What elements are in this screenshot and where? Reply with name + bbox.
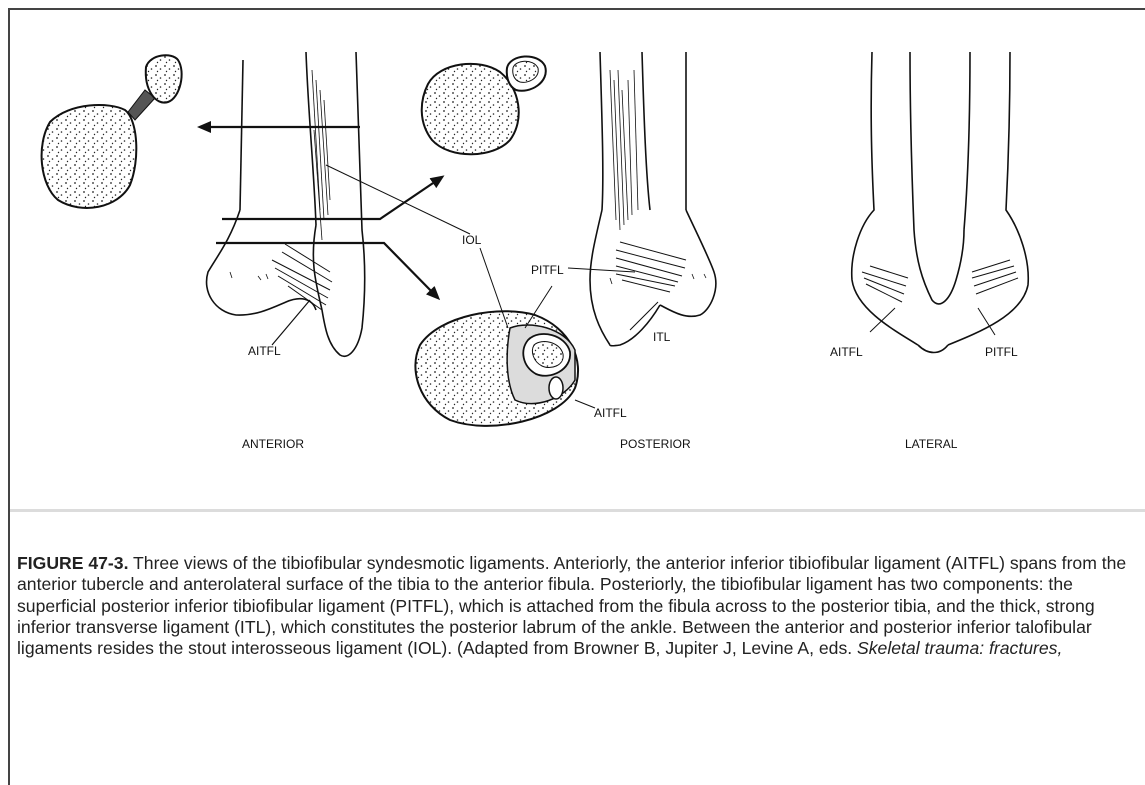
label-aitfl-lateral: AITFL: [830, 345, 863, 359]
lateral-view-drawing: [852, 52, 1029, 353]
label-iol: IOL: [462, 233, 482, 247]
section-arrows: [200, 127, 442, 298]
view-title-lateral: LATERAL: [905, 437, 958, 451]
figure-caption: FIGURE 47-3. Three views of the tibiofib…: [17, 553, 1127, 659]
middle-cross-section: [422, 56, 546, 154]
label-aitfl-anterior: AITFL: [248, 344, 281, 358]
posterior-view-drawing: [590, 52, 716, 346]
lower-cross-section: [415, 311, 578, 426]
citation-italic: Skeletal trauma: fractures,: [857, 638, 1062, 658]
upper-cross-section: [42, 55, 182, 208]
label-aitfl-cross-section: AITFL: [594, 406, 627, 420]
label-pitfl-posterior: PITFL: [531, 263, 564, 277]
label-pitfl-lateral: PITFL: [985, 345, 1018, 359]
caption-divider: [10, 509, 1145, 512]
view-title-posterior: POSTERIOR: [620, 437, 691, 451]
anatomical-figure: IOL PITFL ITL AITFL AITFL AITFL PITFL AN…: [10, 10, 1145, 507]
view-title-anterior: ANTERIOR: [242, 437, 304, 451]
label-itl: ITL: [653, 330, 671, 344]
figure-number: FIGURE 47-3.: [17, 553, 128, 573]
anterior-view-drawing: [207, 52, 365, 356]
